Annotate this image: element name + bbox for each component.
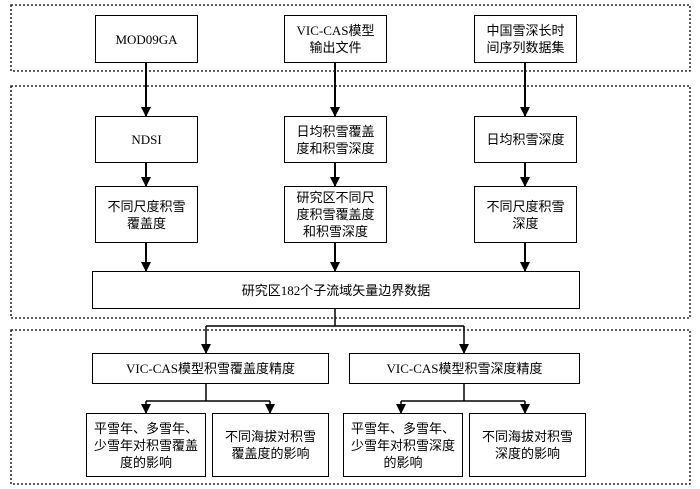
- node-mod09ga: MOD09GA: [95, 15, 198, 63]
- node-viccas-output-label: VIC-CAS模型 输出文件: [296, 23, 375, 55]
- node-basin-data-label: 研究区182个子流域矢量边界数据: [241, 282, 431, 298]
- node-cover-alt-effect-label: 不同海拔对积雪 覆盖度的影响: [224, 429, 316, 461]
- node-cover-year-effect-label: 平雪年、多雪年、 少雪年对积雪覆盖 度的影响: [93, 420, 198, 470]
- node-daily-cover-depth: 日均积雪覆盖 度和积雪深度: [284, 116, 387, 163]
- node-china-snow-dataset: 中国雪深长时 间序列数据集: [474, 15, 577, 63]
- node-daily-depth-label: 日均积雪深度: [486, 132, 565, 147]
- node-study-scale-label: 研究区不同尺 度积雪覆盖度 和积雪深度: [296, 190, 375, 239]
- node-china-snow-dataset-label: 中国雪深长时 间序列数据集: [486, 23, 565, 55]
- node-scale-cover: 不同尺度积雪 覆盖度: [95, 186, 198, 243]
- node-depth-year-effect-label: 平雪年、多雪年、 少雪年对积雪深度 的影响: [350, 420, 455, 470]
- node-daily-depth: 日均积雪深度: [474, 116, 577, 163]
- group-frame-analysis: [10, 329, 691, 485]
- node-study-scale: 研究区不同尺 度积雪覆盖度 和积雪深度: [284, 186, 387, 243]
- node-basin-data: 研究区182个子流域矢量边界数据: [92, 271, 580, 309]
- node-scale-depth-label: 不同尺度积雪 深度: [486, 198, 565, 231]
- node-depth-alt-effect-label: 不同海拔对积雪 深度的影响: [481, 429, 573, 461]
- node-depth-year-effect: 平雪年、多雪年、 少雪年对积雪深度 的影响: [343, 413, 463, 477]
- node-depth-accuracy: VIC-CAS模型积雪深度精度: [349, 353, 580, 384]
- node-cover-accuracy: VIC-CAS模型积雪覆盖度精度: [92, 353, 329, 384]
- group-frame-input: [10, 4, 691, 72]
- node-daily-cover-depth-label: 日均积雪覆盖 度和积雪深度: [296, 123, 375, 156]
- node-cover-alt-effect: 不同海拔对积雪 覆盖度的影响: [212, 413, 329, 477]
- node-viccas-output: VIC-CAS模型 输出文件: [284, 15, 387, 63]
- group-frame-processing: [10, 85, 691, 319]
- node-cover-accuracy-label: VIC-CAS模型积雪覆盖度精度: [125, 361, 295, 376]
- node-mod09ga-label: MOD09GA: [115, 31, 178, 47]
- node-depth-accuracy-label: VIC-CAS模型积雪深度精度: [386, 361, 543, 376]
- node-scale-depth: 不同尺度积雪 深度: [474, 186, 577, 243]
- node-depth-alt-effect: 不同海拔对积雪 深度的影响: [469, 413, 586, 477]
- node-scale-cover-label: 不同尺度积雪 覆盖度: [107, 198, 186, 231]
- node-ndsi-label: NDSI: [131, 132, 162, 147]
- node-cover-year-effect: 平雪年、多雪年、 少雪年对积雪覆盖 度的影响: [86, 413, 206, 477]
- node-ndsi: NDSI: [95, 116, 198, 163]
